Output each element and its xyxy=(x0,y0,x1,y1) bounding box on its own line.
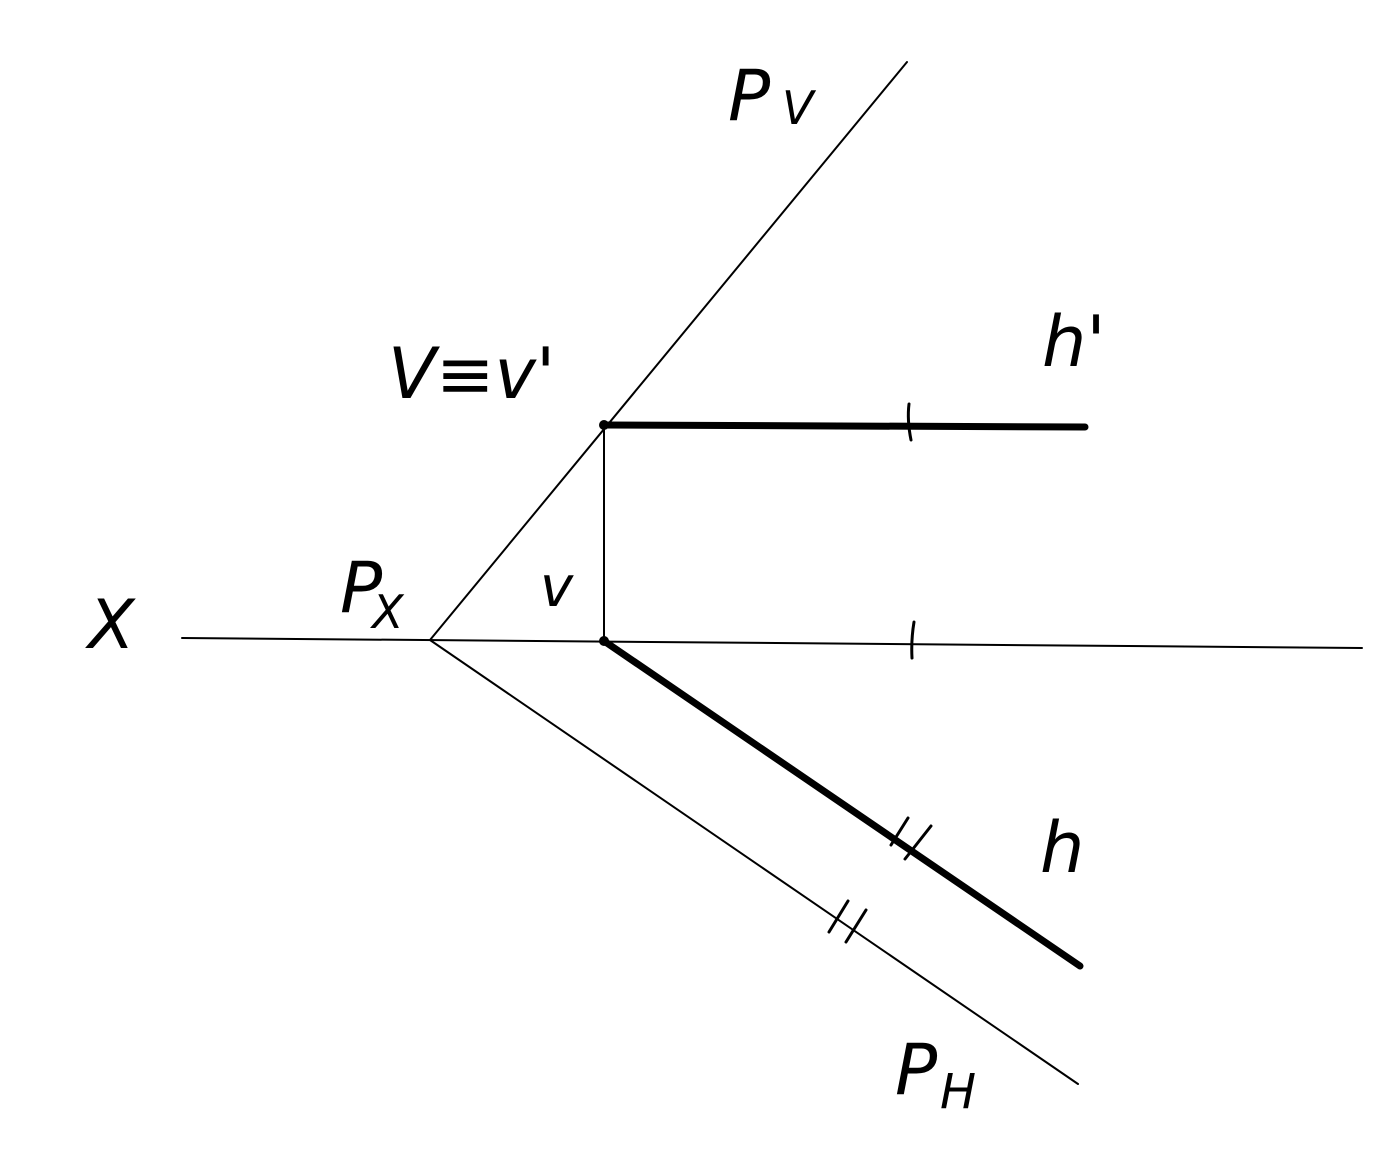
h-prime-line xyxy=(600,421,1089,431)
v-prime-point xyxy=(599,420,609,430)
ph-label: P xyxy=(895,1029,938,1111)
px-label: P xyxy=(340,547,383,629)
double-tick-mark-h-2 xyxy=(903,824,933,861)
double-tick-mark-ph-1 xyxy=(827,899,850,934)
pv-label: P xyxy=(728,55,771,137)
x-axis-line xyxy=(181,637,1363,649)
v-equiv-v-prime-label: V≡v' xyxy=(388,333,555,415)
h-label: h xyxy=(1040,807,1084,889)
pv-subscript: V xyxy=(782,81,817,135)
v-label: v xyxy=(540,555,574,620)
x-axis-label: X xyxy=(85,586,136,665)
ph-trace-line xyxy=(429,639,1079,1085)
single-tick-mark-upper xyxy=(906,402,913,442)
px-subscript: X xyxy=(370,585,405,639)
h-prime-label: h' xyxy=(1042,301,1106,383)
single-tick-mark-lower xyxy=(910,620,916,660)
double-tick-mark-ph-2 xyxy=(844,908,868,944)
ph-subscript: H xyxy=(940,1064,976,1120)
double-tick-mark-h-1 xyxy=(889,816,910,847)
pv-trace-line xyxy=(429,61,908,641)
h-line xyxy=(600,637,1084,970)
v-point xyxy=(599,636,609,646)
